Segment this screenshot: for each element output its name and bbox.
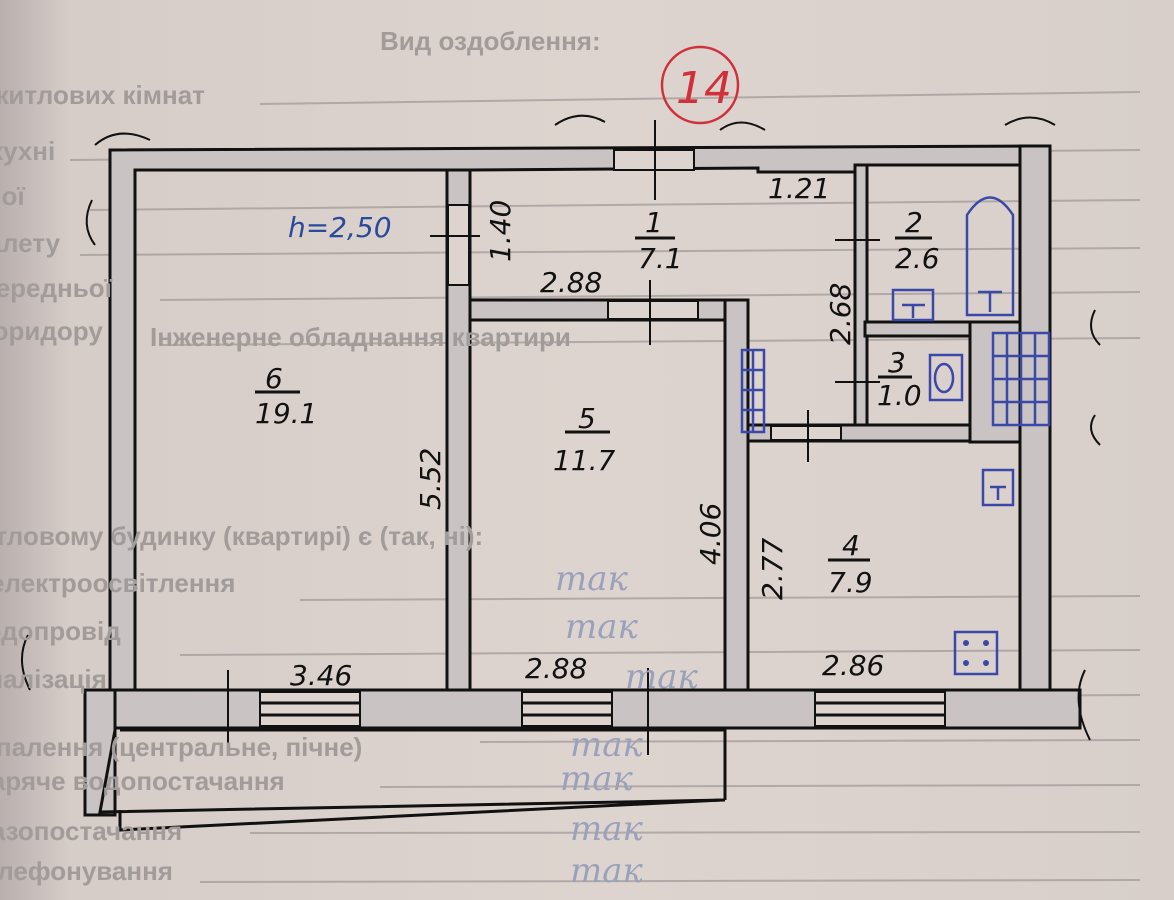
- svg-text:3: 3: [888, 346, 906, 379]
- room-3-label: 31.0: [877, 346, 922, 412]
- windows[interactable]: [259, 691, 946, 727]
- equipment-label: газопостачання: [0, 816, 182, 846]
- stamp-circle-14: 14: [660, 45, 740, 125]
- dim-1-21: 1.21: [768, 172, 830, 205]
- toilet-icon: [928, 353, 964, 402]
- equipment-rows: електроосвітлення водопровід каналізація…: [0, 559, 699, 891]
- equipment-intro: житловому будинку (квартирі) є (так, ні)…: [0, 521, 483, 551]
- bathtub-icon: [965, 196, 1015, 317]
- equipment-value: так: [565, 607, 639, 647]
- finish-row-corridor: коридору: [0, 316, 103, 346]
- equipment-value: так: [570, 725, 644, 765]
- svg-text:2: 2: [905, 206, 923, 239]
- equipment-label: водопровід: [0, 616, 121, 646]
- svg-text:6: 6: [265, 362, 283, 395]
- dim-4-06: 4.06: [694, 503, 727, 565]
- svg-text:5: 5: [578, 402, 596, 435]
- wall-break-marks: [21, 114, 1101, 741]
- svg-text:19.1: 19.1: [255, 397, 317, 430]
- balcony: [98, 728, 727, 832]
- equipment-value: так: [625, 657, 699, 697]
- room-5-label: 511.7: [553, 402, 616, 477]
- svg-text:4: 4: [842, 529, 860, 562]
- finish-heading: Вид оздоблення:: [380, 26, 601, 56]
- window-room-5[interactable]: [521, 691, 613, 727]
- dimension-ticks: [227, 120, 880, 755]
- dimension-labels: h=2,50 1.21 1.40 2.88 2.68 5.52 4.06 2.7…: [288, 172, 884, 692]
- ventilation-shaft-icon: [740, 348, 766, 434]
- dim-2-88-bottom: 2.88: [525, 652, 587, 685]
- stamp-number: 14: [676, 63, 732, 114]
- equipment-value: так: [570, 809, 644, 849]
- room-labels: 619.1 17.1 22.6 31.0 511.7 47.9: [255, 206, 940, 599]
- equipment-value: так: [570, 851, 644, 891]
- dim-2-88-top: 2.88: [540, 266, 602, 299]
- room-1-label: 17.1: [635, 206, 683, 275]
- equipment-label: каналізація: [0, 664, 107, 694]
- sink-icon: [891, 288, 935, 322]
- equipment-heading: Інженерне обладнання квартири: [150, 322, 571, 352]
- svg-text:7.9: 7.9: [828, 566, 873, 599]
- dim-2-68: 2.68: [824, 283, 857, 345]
- ceiling-height: h=2,50: [288, 211, 392, 244]
- door-room-5[interactable]: [607, 300, 699, 320]
- room-6-label: 619.1: [255, 362, 317, 430]
- finish-row-living: житлових кімнат: [0, 80, 205, 110]
- room-4-label: 47.9: [828, 529, 873, 599]
- svg-text:2.6: 2.6: [895, 242, 940, 275]
- equipment-label: гаряче водопостачання: [0, 766, 285, 796]
- equipment-value: так: [555, 559, 629, 599]
- stove-icon: [953, 630, 999, 676]
- door-room-4[interactable]: [770, 425, 842, 441]
- stairs-icon: [991, 331, 1051, 427]
- svg-text:1.0: 1.0: [877, 379, 922, 412]
- finish-row-bath: ванної: [0, 181, 25, 211]
- dim-5-52: 5.52: [414, 448, 447, 510]
- dim-1-40: 1.40: [484, 200, 517, 262]
- svg-text:11.7: 11.7: [553, 444, 616, 477]
- finish-row-toilet: туалету: [0, 228, 61, 258]
- equipment-value: так: [560, 759, 634, 799]
- equipment-label: електроосвітлення: [0, 568, 235, 598]
- door-room-6[interactable]: [447, 204, 470, 286]
- finish-row-hall: передньої: [0, 273, 113, 303]
- room-2-label: 22.6: [895, 206, 940, 275]
- dim-2-77: 2.77: [756, 537, 789, 600]
- kitchen-sink-icon: [981, 468, 1015, 507]
- svg-text:1: 1: [645, 206, 663, 239]
- svg-text:7.1: 7.1: [638, 242, 683, 275]
- window-room-4[interactable]: [814, 691, 946, 727]
- equipment-label: телефонування: [0, 856, 173, 886]
- equipment-label: опалення (центральне, пічне): [0, 732, 362, 762]
- dim-2-86: 2.86: [822, 649, 884, 682]
- finish-row-kitchen: кухні: [0, 136, 55, 166]
- window-room-6[interactable]: [259, 691, 361, 727]
- dim-3-46: 3.46: [290, 659, 352, 692]
